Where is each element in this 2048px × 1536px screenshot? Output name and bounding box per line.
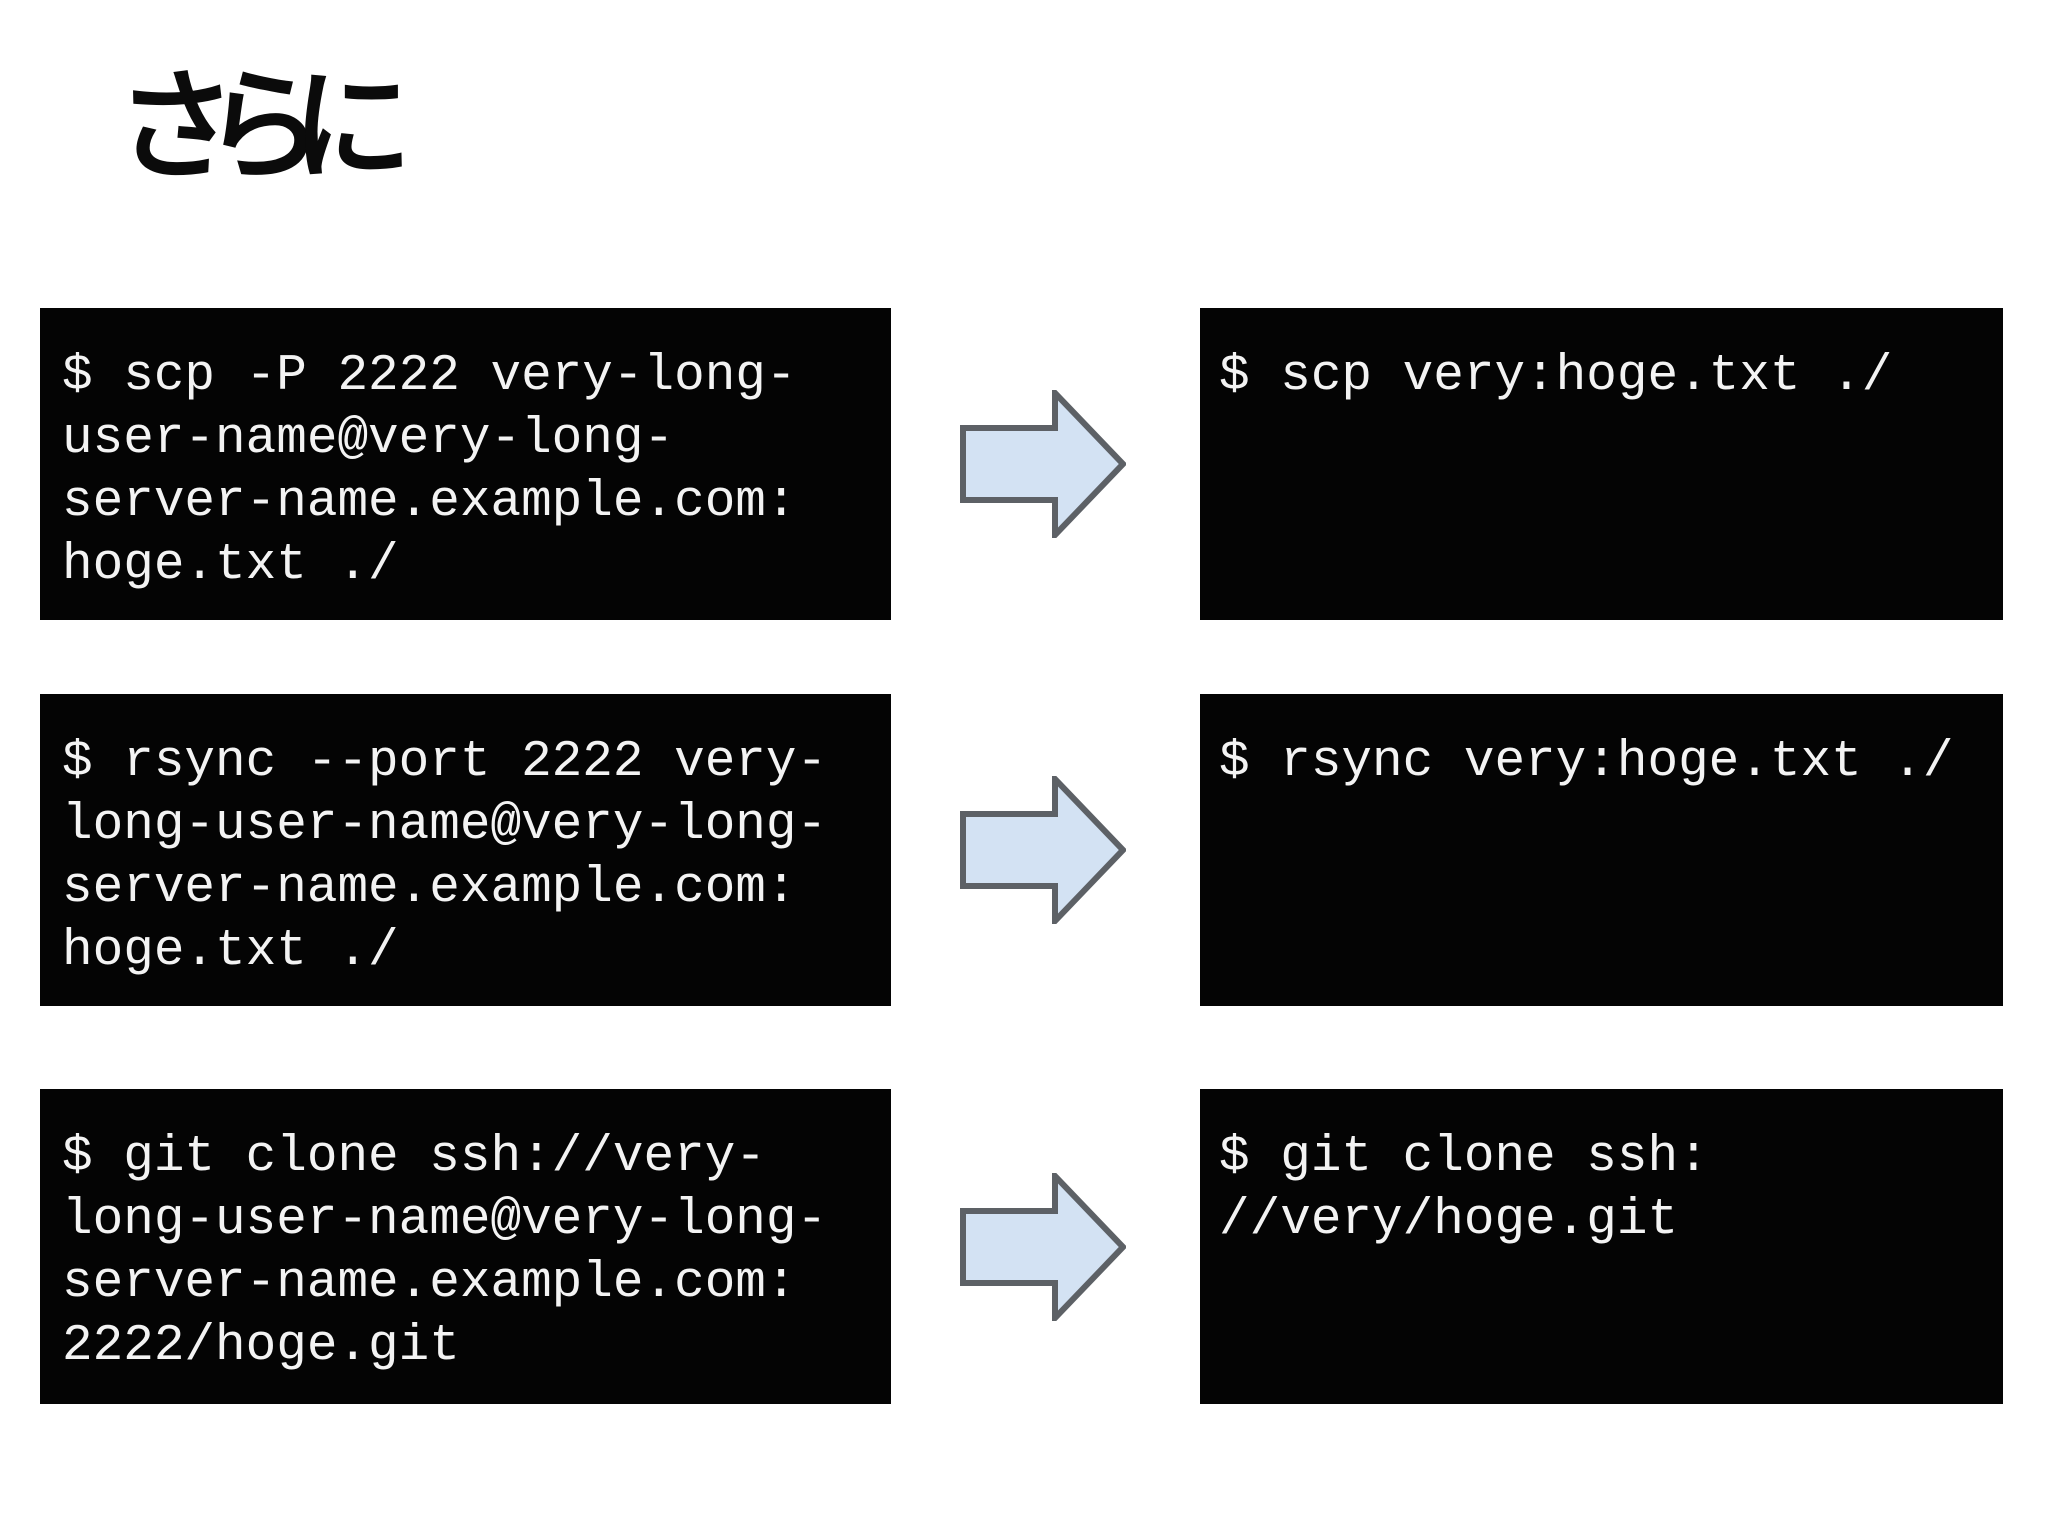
code-line: 2222/hoge.git	[62, 1318, 460, 1375]
code-block-rsync-short: $ rsync very:hoge.txt ./	[1200, 694, 2003, 1006]
code-line: $ git clone ssh://very-	[62, 1129, 766, 1186]
code-block-git-long: $ git clone ssh://very- long-user-name@v…	[40, 1089, 891, 1404]
right-arrow-icon	[960, 776, 1126, 924]
page-title: さらに	[116, 58, 412, 197]
code-block-git-short: $ git clone ssh: //very/hoge.git	[1200, 1089, 2003, 1404]
code-line: $ git clone ssh:	[1219, 1129, 1709, 1186]
code-line: $ rsync very:hoge.txt ./	[1219, 734, 1954, 791]
right-arrow-shape	[960, 1172, 1126, 1321]
right-arrow-shape	[960, 390, 1126, 538]
code-line: server-name.example.com:	[62, 860, 797, 917]
code-line: hoge.txt ./	[62, 537, 399, 594]
right-arrow-icon	[960, 390, 1126, 538]
code-line: long-user-name@very-long-	[62, 1192, 828, 1249]
right-arrow-icon	[960, 1172, 1126, 1321]
code-line: $ scp very:hoge.txt ./	[1219, 348, 1893, 405]
code-line: $ scp -P 2222 very-long-	[62, 348, 797, 405]
code-line: server-name.example.com:	[62, 1255, 797, 1312]
code-block-scp-short: $ scp very:hoge.txt ./	[1200, 308, 2003, 620]
code-block-scp-long: $ scp -P 2222 very-long- user-name@very-…	[40, 308, 891, 620]
code-line: //very/hoge.git	[1219, 1192, 1679, 1249]
code-line: server-name.example.com:	[62, 474, 797, 531]
code-line: $ rsync --port 2222 very-	[62, 734, 828, 791]
code-block-rsync-long: $ rsync --port 2222 very- long-user-name…	[40, 694, 891, 1006]
code-line: long-user-name@very-long-	[62, 797, 828, 854]
code-line: user-name@very-long-	[62, 411, 675, 468]
row-scp: $ scp -P 2222 very-long- user-name@very-…	[0, 308, 2048, 620]
right-arrow-shape	[960, 776, 1126, 924]
row-rsync: $ rsync --port 2222 very- long-user-name…	[0, 694, 2048, 1006]
row-git: $ git clone ssh://very- long-user-name@v…	[0, 1089, 2048, 1404]
code-line: hoge.txt ./	[62, 923, 399, 980]
